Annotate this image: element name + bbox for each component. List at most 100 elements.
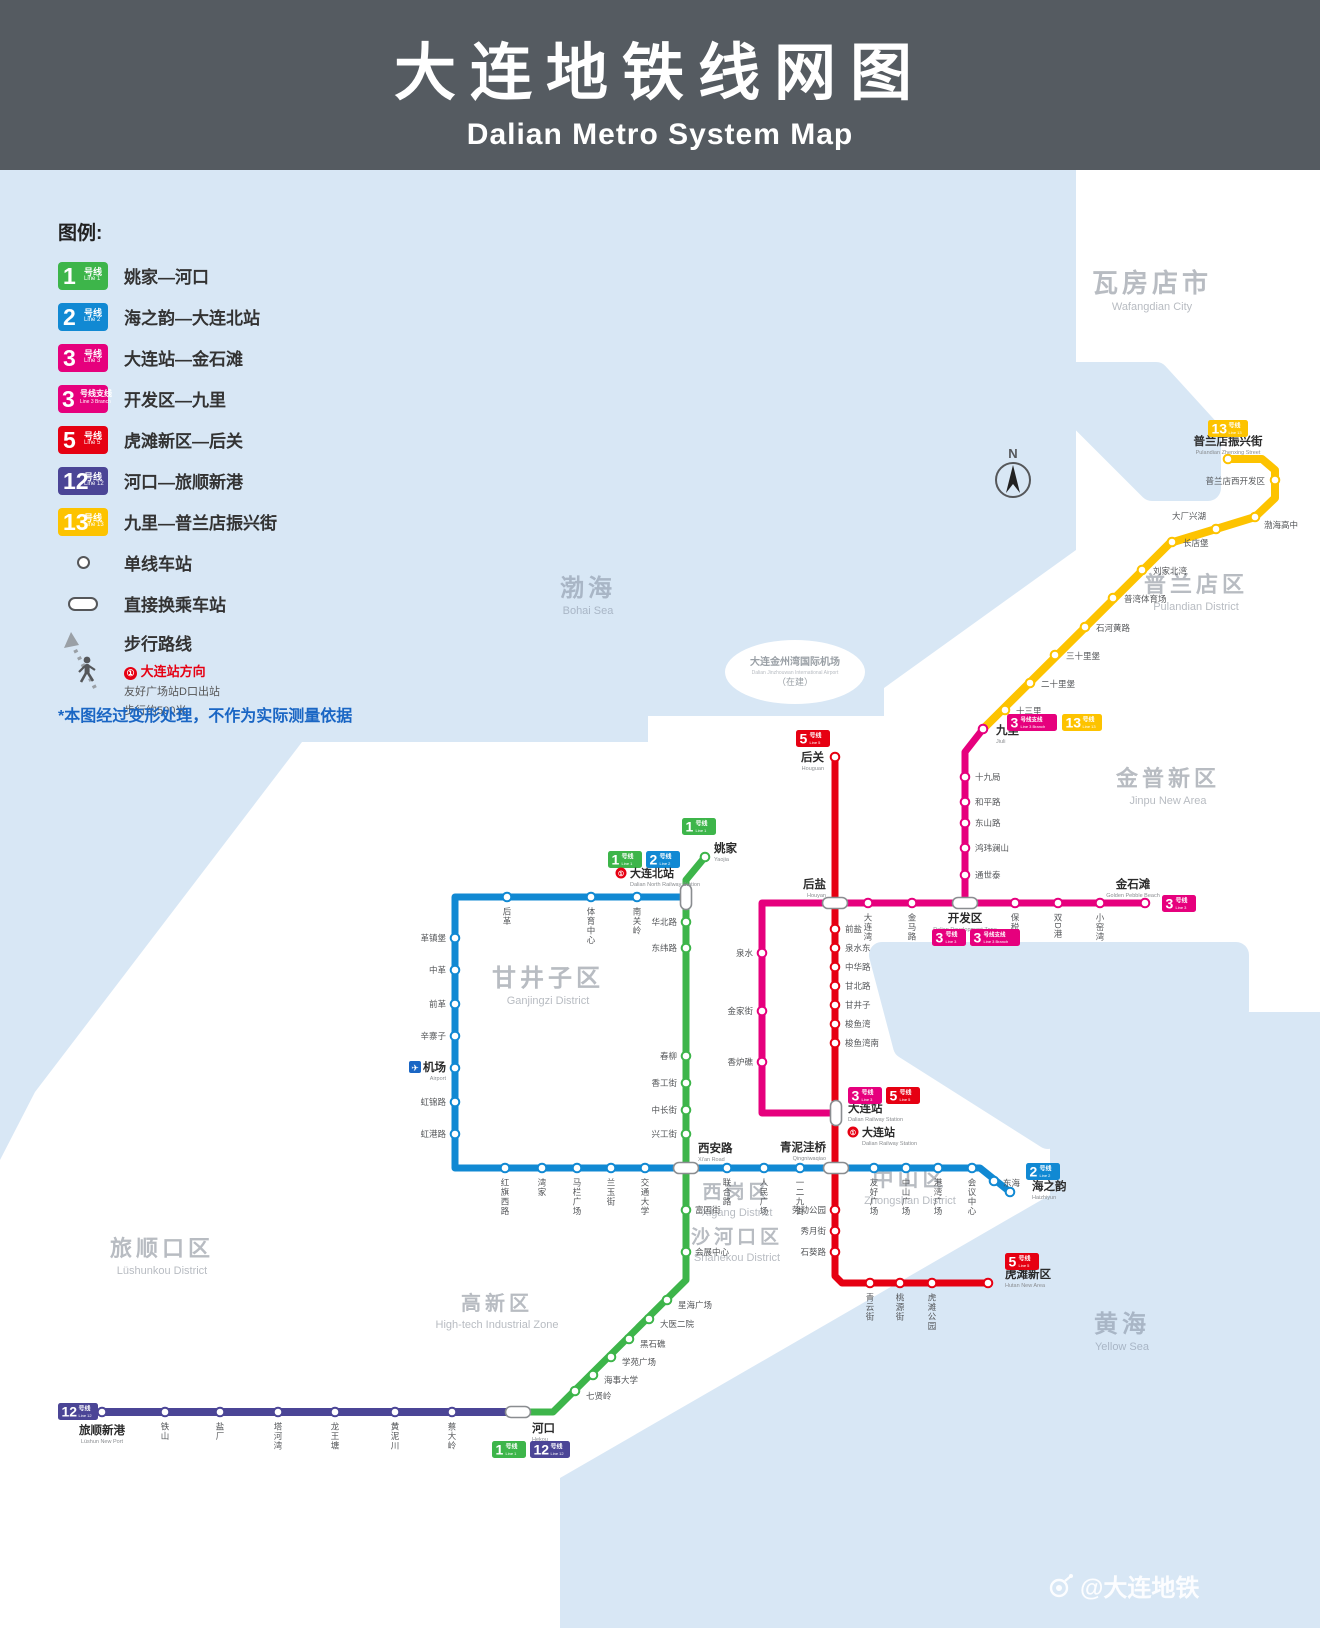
station-海事大学: 海事大学 (587, 1369, 639, 1385)
svg-text:5: 5 (890, 1088, 898, 1104)
legend-walk-route: 步行路线 ① 大连站方向 友好广场站D口出站 步行约500米 (58, 630, 438, 718)
station-长店堡: 长店堡 (1166, 536, 1209, 548)
svg-text:Line 13: Line 13 (1083, 724, 1097, 729)
station-中华路: 中华路 (829, 961, 871, 973)
station-秀月街: 秀月街 (800, 1225, 841, 1237)
station-大连湾: 大连湾 (862, 897, 874, 942)
svg-text:体育中心: 体育中心 (586, 906, 596, 945)
station-星海广场: 星海广场 (661, 1294, 712, 1310)
svg-text:西安路: 西安路 (698, 1141, 733, 1155)
station-三十里堡: 三十里堡 (1049, 649, 1101, 661)
svg-text:塔河湾: 塔河湾 (273, 1421, 283, 1450)
svg-text:机场: 机场 (423, 1060, 446, 1074)
svg-text:红旗西路: 红旗西路 (500, 1177, 510, 1216)
station-和平路: 和平路 (959, 796, 1001, 808)
svg-text:刘家北湾: 刘家北湾 (1153, 566, 1188, 576)
svg-text:大医二院: 大医二院 (660, 1319, 695, 1329)
station-金马路: 金马路 (906, 897, 918, 942)
svg-text:东山路: 东山路 (975, 818, 1001, 828)
svg-text:Line 12: Line 12 (79, 1413, 93, 1418)
svg-text:号线支线: 号线支线 (984, 931, 1007, 939)
svg-text:开发区: 开发区 (948, 911, 983, 925)
svg-text:一二九街: 一二九街 (795, 1178, 805, 1216)
svg-text:马栏广场: 马栏广场 (572, 1178, 582, 1216)
title-zh: 大连地铁线网图 (393, 39, 926, 108)
svg-text:12: 12 (62, 1404, 78, 1420)
station-劳动公园: 劳动公园 (792, 1204, 841, 1216)
svg-text:Line 12: Line 12 (551, 1451, 565, 1456)
station-后革: 后革 (501, 891, 513, 926)
svg-text:春柳: 春柳 (660, 1051, 677, 1061)
svg-text:大连站: 大连站 (848, 1101, 883, 1115)
svg-text:联合路: 联合路 (722, 1178, 732, 1207)
title-en: Dalian Metro System Map (466, 118, 854, 151)
svg-text:渤海高中: 渤海高中 (1264, 520, 1298, 530)
station-兴工街: 兴工街 (651, 1128, 692, 1140)
svg-text:高新区: 高新区 (461, 1291, 533, 1315)
station-学苑广场: 学苑广场 (605, 1351, 656, 1367)
svg-text:3: 3 (1011, 715, 1019, 731)
svg-text:Ganjingzi District: Ganjingzi District (507, 995, 590, 1007)
station-富国街: 富国街 (680, 1204, 721, 1216)
station-甘井子: 甘井子 (829, 999, 871, 1011)
station-塔河湾: 塔河湾 (272, 1406, 284, 1451)
station-通世泰: 通世泰 (959, 869, 1001, 881)
station-前革: 前革 (429, 998, 461, 1010)
svg-text:3: 3 (974, 930, 982, 946)
station-香工街: 香工街 (651, 1077, 692, 1089)
svg-text:Line 2: Line 2 (1040, 1173, 1052, 1178)
svg-text:虹港路: 虹港路 (420, 1129, 446, 1139)
svg-text:号线: 号线 (1083, 716, 1095, 724)
station-会议中心: 会议中心 (966, 1162, 978, 1216)
svg-text:劳动公园: 劳动公园 (792, 1205, 826, 1215)
svg-text:十三里: 十三里 (1016, 706, 1042, 716)
station-盐厂: 盐厂 (214, 1406, 226, 1441)
svg-text:金家街: 金家街 (727, 1006, 753, 1016)
station-前盐: 前盐 (829, 923, 863, 935)
svg-text:保税区: 保税区 (1010, 912, 1020, 941)
walking-person-icon (58, 630, 108, 718)
svg-text:1: 1 (612, 852, 620, 868)
station-春柳: 春柳 (660, 1050, 692, 1062)
svg-text:二十里堡: 二十里堡 (1041, 679, 1076, 689)
station-桃源街: 桃源街 (894, 1277, 906, 1322)
svg-text:Pulandian Zhenxing Street: Pulandian Zhenxing Street (1196, 450, 1261, 456)
station-辛寨子: 辛寨子 (420, 1030, 461, 1042)
svg-text:Dalian Railway Station: Dalian Railway Station (848, 1117, 903, 1123)
svg-text:Line 13: Line 13 (1229, 430, 1243, 435)
station-香炉礁: 香炉礁 (727, 1056, 768, 1068)
svg-text:5: 5 (1009, 1254, 1017, 1270)
water-bay (869, 942, 1249, 1149)
svg-text:号线: 号线 (1176, 897, 1188, 905)
water-bay (1063, 362, 1221, 501)
svg-text:Dalian North Railway Station: Dalian North Railway Station (630, 882, 700, 888)
svg-text:High-tech Industrial Zone: High-tech Industrial Zone (436, 1319, 559, 1331)
svg-text:虎滩新区: 虎滩新区 (1005, 1267, 1051, 1281)
svg-text:号线: 号线 (810, 732, 822, 740)
metro-line-L2 (451, 893, 1014, 1196)
